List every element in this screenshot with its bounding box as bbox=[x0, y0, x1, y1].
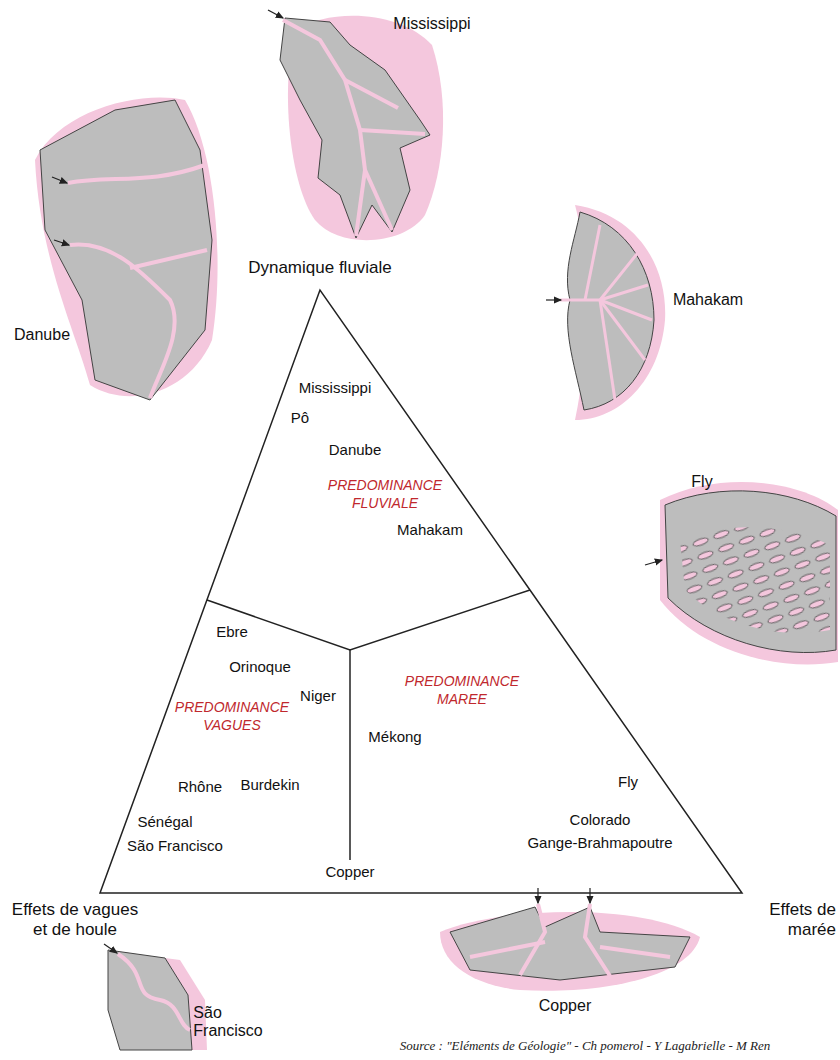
fly-delta bbox=[645, 482, 838, 665]
river-name: Niger bbox=[300, 687, 336, 704]
river-name: Ebre bbox=[216, 623, 248, 640]
delta-name: Fly bbox=[691, 473, 712, 491]
river-name: Orinoque bbox=[229, 658, 291, 675]
river-name: Pô bbox=[291, 409, 309, 426]
domain-region: PREDOMINANCE FLUVIALE bbox=[328, 477, 442, 512]
river-name: Gange-Brahmapoutre bbox=[527, 834, 672, 851]
river-name: Burdekin bbox=[240, 776, 299, 793]
river-name: Sénégal bbox=[137, 813, 192, 830]
river-name: Mississippi bbox=[299, 379, 372, 396]
copper-delta bbox=[440, 888, 700, 991]
river-name: Fly bbox=[618, 773, 638, 790]
ternary-triangle bbox=[100, 290, 742, 893]
sao-francisco-delta bbox=[104, 944, 207, 1050]
river-name: São Francisco bbox=[127, 837, 223, 854]
delta-name: Copper bbox=[539, 997, 591, 1015]
river-name: Danube bbox=[329, 441, 382, 458]
delta-name: São Francisco bbox=[193, 1004, 262, 1041]
river-name: Copper bbox=[322, 863, 377, 880]
river-name: Colorado bbox=[570, 811, 631, 828]
mississippi-delta bbox=[268, 10, 443, 240]
corner-label: Effets de marée bbox=[744, 900, 836, 939]
delta-name: Mahakam bbox=[673, 291, 743, 309]
corner-label: Effets de vagues et de houle bbox=[5, 900, 145, 939]
river-name: Rhône bbox=[178, 778, 222, 795]
river-name: Mahakam bbox=[397, 521, 463, 538]
delta-name: Mississippi bbox=[393, 15, 470, 33]
region-label: PREDOMINANCE VAGUES bbox=[175, 699, 289, 734]
river-name: Mékong bbox=[368, 728, 421, 745]
domain-region: PREDOMINANCE MAREE bbox=[405, 673, 519, 708]
domain-region: PREDOMINANCE VAGUES bbox=[175, 699, 289, 734]
region-label: PREDOMINANCE MAREE bbox=[405, 673, 519, 708]
source-caption: Source : "Eléments de Géologie" - Ch pom… bbox=[400, 1038, 771, 1054]
region-label: PREDOMINANCE FLUVIALE bbox=[328, 477, 442, 512]
corner-label: Dynamique fluviale bbox=[248, 258, 392, 278]
mahakam-delta bbox=[546, 205, 665, 420]
delta-name: Danube bbox=[14, 326, 70, 344]
danube-delta bbox=[35, 98, 218, 401]
